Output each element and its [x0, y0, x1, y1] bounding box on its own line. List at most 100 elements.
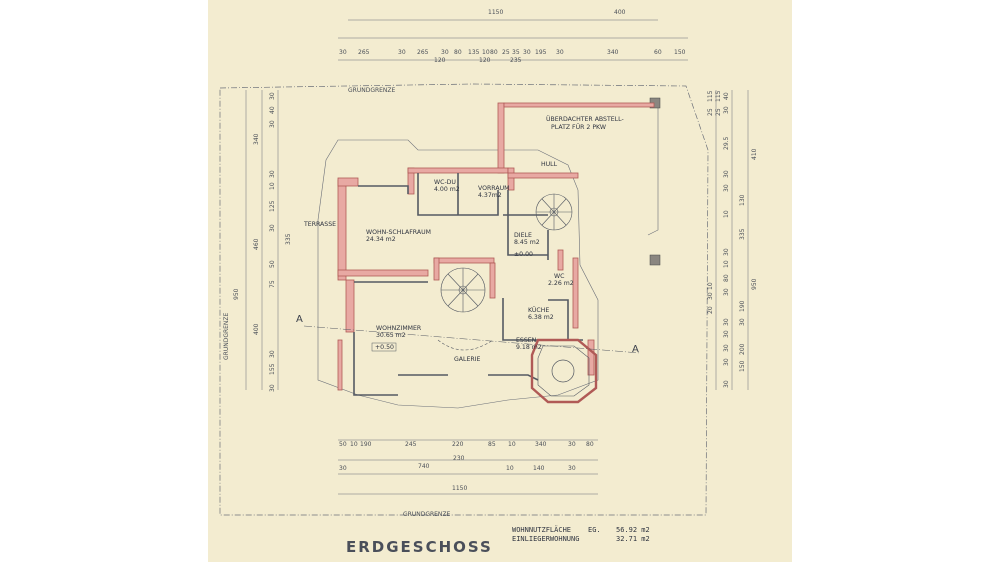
dining-bay [530, 338, 598, 404]
svg-text:10: 10 [350, 441, 358, 448]
room-diele-area: 8.45 m2 [514, 239, 540, 246]
svg-text:950: 950 [751, 278, 758, 290]
svg-text:40: 40 [723, 92, 730, 100]
svg-text:30: 30 [269, 224, 276, 232]
property-line-label-top: GRUNDGRENZE [348, 87, 396, 94]
svg-text:30: 30 [269, 384, 276, 392]
svg-text:155: 155 [269, 363, 276, 375]
svg-text:25: 25 [502, 49, 510, 56]
svg-text:335: 335 [285, 233, 292, 245]
room-vorraum-area: 4.37m2 [478, 192, 502, 199]
svg-text:80: 80 [723, 274, 730, 282]
svg-text:30: 30 [723, 380, 730, 388]
svg-text:230: 230 [453, 455, 465, 462]
room-wc-name: WC [554, 273, 564, 280]
svg-text:10: 10 [508, 441, 516, 448]
svg-text:40: 40 [269, 106, 276, 114]
svg-text:30: 30 [556, 49, 564, 56]
exterior-walls [337, 102, 655, 391]
svg-text:10: 10 [707, 282, 714, 290]
svg-text:335: 335 [739, 228, 746, 240]
svg-text:10: 10 [482, 49, 490, 56]
svg-text:740: 740 [418, 463, 430, 470]
room-vorraum-name: VORRAUM [478, 185, 509, 192]
svg-text:20: 20 [707, 306, 714, 314]
svg-text:125: 125 [269, 200, 276, 212]
svg-text:10: 10 [723, 260, 730, 268]
dim-left: 950 30 40 30 340 30 10 125 30 460 50 75 … [233, 92, 292, 392]
spiral-stair-upper [535, 193, 573, 231]
svg-text:190: 190 [360, 441, 372, 448]
svg-text:30: 30 [723, 106, 730, 114]
dim-top-overall-1: 1150 [488, 9, 503, 16]
svg-text:75: 75 [269, 280, 276, 288]
dim-bottom-row: 50 10 190 245 220 85 10 340 30 80 740 23… [339, 441, 594, 492]
svg-text:30: 30 [723, 184, 730, 192]
svg-text:400: 400 [253, 323, 260, 335]
svg-text:30: 30 [723, 288, 730, 296]
svg-text:30: 30 [723, 248, 730, 256]
hull-label: HULL [541, 161, 558, 168]
svg-text:460: 460 [253, 238, 260, 250]
svg-text:120: 120 [479, 57, 491, 64]
spiral-stair-lower [440, 267, 486, 313]
room-wohn-schlafraum-area: 24.34 m2 [366, 236, 396, 243]
dim-right: 410 950 115 25 115 25 40 30 29.5 30 30 1… [707, 90, 758, 388]
area-row1-prefix: EG. [588, 526, 601, 534]
svg-text:10: 10 [723, 210, 730, 218]
svg-text:30: 30 [269, 350, 276, 358]
dim-bottom-overall: 1150 [452, 485, 467, 492]
svg-text:80: 80 [454, 49, 462, 56]
gallery-curve [437, 339, 494, 351]
svg-text:30: 30 [523, 49, 531, 56]
room-essen-name: ESSEN [516, 337, 537, 344]
svg-text:50: 50 [269, 260, 276, 268]
svg-text:30: 30 [269, 120, 276, 128]
area-row1-label: WOHNNUTZFLÄCHE [512, 526, 572, 534]
svg-text:265: 265 [358, 49, 370, 56]
svg-text:30: 30 [723, 170, 730, 178]
room-wc-du-name: WC-DU [434, 179, 456, 186]
dimension-lines [245, 19, 749, 495]
area-row2-label: EINLIEGERWOHNUNG [512, 535, 580, 543]
svg-text:85: 85 [488, 441, 496, 448]
svg-text:340: 340 [535, 441, 547, 448]
svg-text:35: 35 [512, 49, 520, 56]
svg-text:30: 30 [723, 318, 730, 326]
svg-text:195: 195 [535, 49, 547, 56]
svg-text:30: 30 [339, 49, 347, 56]
terrace-label: TERRASSE [303, 221, 336, 228]
dim-top-row: 30 265 30 265 30 80 135 10 80 25 35 30 1… [339, 49, 686, 64]
svg-text:220: 220 [452, 441, 464, 448]
floor-plan: GRUNDGRENZE GRUNDGRENZE GRUNDGRENZE [219, 9, 758, 518]
level-wohn-box [371, 342, 397, 352]
svg-text:135: 135 [468, 49, 480, 56]
svg-text:150: 150 [739, 360, 746, 372]
dim-top-overall-2: 400 [614, 9, 626, 16]
svg-text:120: 120 [434, 57, 446, 64]
svg-text:340: 340 [253, 133, 260, 145]
dining-bay-inner [537, 345, 590, 397]
section-marker-right: A [632, 344, 639, 355]
carport-column-2 [649, 254, 661, 266]
room-wc-du-area: 4.00 m2 [434, 186, 460, 193]
svg-text:60: 60 [654, 49, 662, 56]
svg-text:200: 200 [739, 343, 746, 355]
area-row1-value: 56.92 m2 [616, 526, 650, 534]
level-diele: ±0.00 [514, 251, 533, 258]
svg-text:140: 140 [533, 465, 545, 472]
svg-text:30: 30 [339, 465, 347, 472]
svg-text:30: 30 [707, 292, 714, 300]
svg-text:30: 30 [723, 330, 730, 338]
terrace-outline [317, 139, 599, 409]
room-wohnzimmer-area: 30.65 m2 [376, 332, 406, 339]
svg-text:80: 80 [490, 49, 498, 56]
room-kueche-area: 6.38 m2 [528, 314, 554, 321]
svg-text:130: 130 [739, 194, 746, 206]
room-wc-area: 2.26 m2 [548, 280, 574, 287]
plan-title: ERDGESCHOSS [346, 538, 493, 556]
svg-text:30: 30 [269, 92, 276, 100]
gallery-label: GALERIE [454, 356, 481, 363]
svg-text:410: 410 [751, 148, 758, 160]
svg-text:10: 10 [506, 465, 514, 472]
